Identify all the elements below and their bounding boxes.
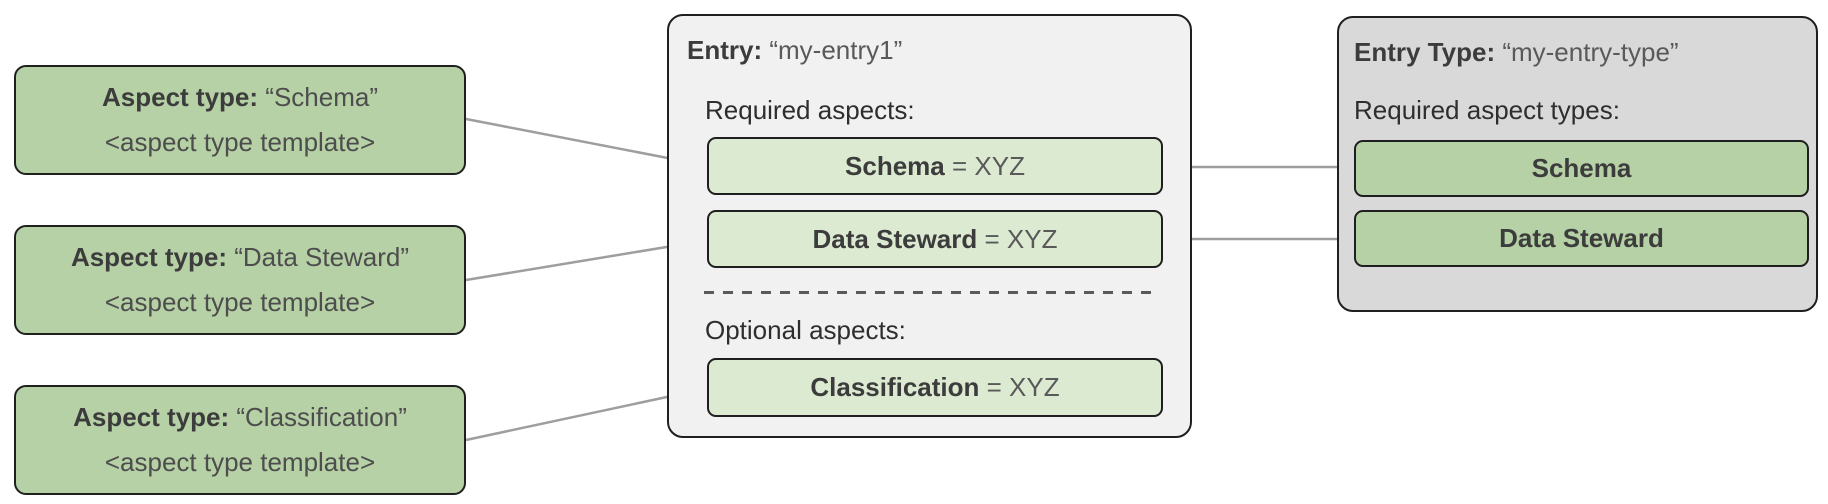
entry-aspect-schema: Schema = XYZ bbox=[707, 137, 1163, 195]
aspect-type-name: “Classification” bbox=[236, 401, 407, 432]
entry-type-aspect-data-steward: Data Steward bbox=[1354, 210, 1809, 267]
aspect-type-box-classification: Aspect type: “Classification” <aspect ty… bbox=[14, 385, 466, 495]
aspect-type-template: <aspect type template> bbox=[104, 447, 376, 478]
entry-title: Entry: “my-entry1”​ bbox=[687, 35, 902, 66]
aspect-type-template: <aspect type template> bbox=[104, 287, 376, 318]
entry-label: Entry: bbox=[687, 35, 770, 65]
aspect-type-label: Aspect type: bbox=[102, 81, 266, 112]
entry-aspect-classification: Classification = XYZ bbox=[707, 358, 1163, 417]
aspect-type-template: <aspect type template> bbox=[104, 127, 376, 158]
aspect-name: Schema bbox=[845, 150, 945, 181]
entry-type-panel: Entry Type: “my-entry-type”​ Required as… bbox=[1337, 16, 1818, 312]
aspect-type-box-schema: Aspect type: “Schema” <aspect type templ… bbox=[14, 65, 466, 175]
aspect-type-title: Aspect type: “Classification” bbox=[73, 402, 407, 433]
aspect-type-label: Aspect type: bbox=[73, 401, 237, 432]
aspect-value: = XYZ bbox=[979, 372, 1060, 402]
required-aspects-heading: Required aspects: bbox=[705, 95, 915, 125]
aspect-type-name: Data Steward bbox=[1499, 223, 1664, 253]
aspect-name: Data Steward bbox=[812, 223, 978, 254]
aspect-value: = XYZ bbox=[977, 223, 1058, 254]
entry-type-label: Entry Type: bbox=[1354, 37, 1503, 67]
entry-type-name: “my-entry-type” bbox=[1502, 37, 1679, 67]
aspect-type-name: “Data Steward” bbox=[234, 241, 410, 272]
aspect-type-box-data-steward: Aspect type: “Data Steward” <aspect type… bbox=[14, 225, 466, 335]
entry-type-title: Entry Type: “my-entry-type”​ bbox=[1354, 37, 1679, 68]
aspect-name: Classification bbox=[810, 372, 980, 402]
required-aspect-types-heading: Required aspect types: bbox=[1354, 95, 1620, 125]
entry-type-aspect-schema: Schema bbox=[1354, 140, 1809, 197]
required-optional-divider bbox=[704, 291, 1159, 294]
entry-panel: Entry: “my-entry1”​ Required aspects: Sc… bbox=[667, 14, 1192, 438]
aspect-type-name: Schema bbox=[1531, 153, 1632, 183]
aspect-value: = XYZ bbox=[944, 150, 1025, 181]
aspect-type-title: Aspect type: “Data Steward” bbox=[71, 242, 409, 273]
entry-name: “my-entry1” bbox=[769, 35, 903, 65]
aspect-type-label: Aspect type: bbox=[70, 241, 235, 272]
aspect-type-name: “Schema” bbox=[265, 81, 378, 112]
optional-aspects-heading: Optional aspects: bbox=[705, 315, 906, 345]
aspect-type-title: Aspect type: “Schema” bbox=[102, 82, 378, 113]
entry-aspect-data-steward: Data Steward = XYZ bbox=[707, 210, 1163, 268]
